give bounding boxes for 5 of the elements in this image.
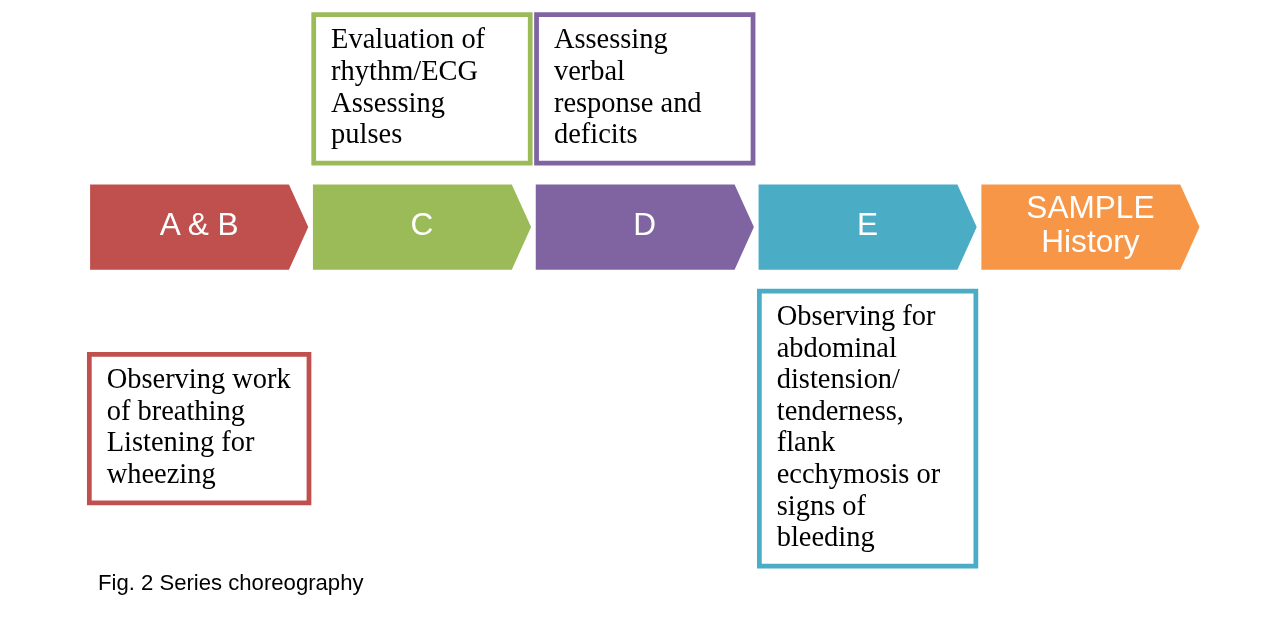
node-box: Evaluation of rhythm/ECG Assessing pulses — [310, 12, 533, 166]
caption: Fig. 2 Series choreography — [97, 570, 363, 596]
node-box: Assessing verbal response and deficits — [533, 12, 755, 166]
node-box: Observing work of breathing Listening for wheezing — [86, 351, 311, 506]
node-box: Observing for abdominal distension/ tenderness, flank ecchymosis or signs of bleeding — [756, 288, 978, 569]
